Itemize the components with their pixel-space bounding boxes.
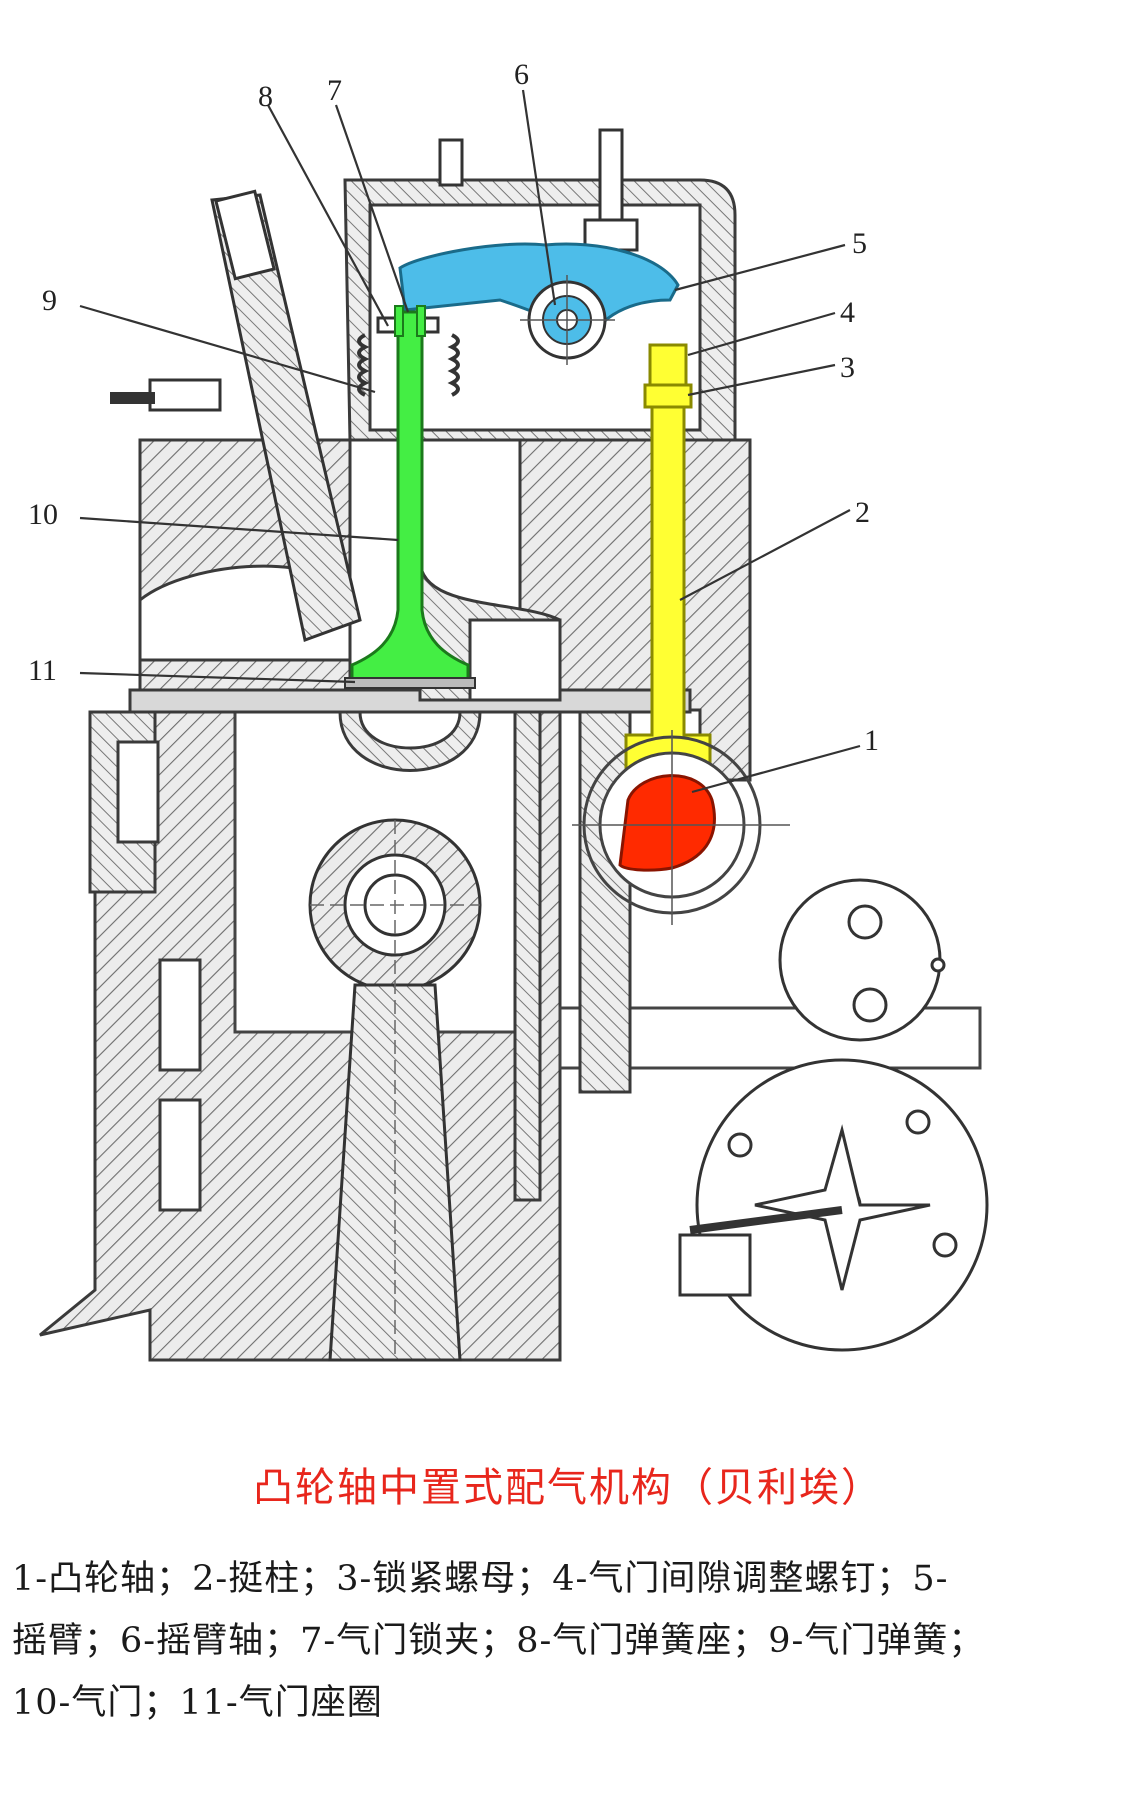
callout-9: 9 (42, 284, 57, 317)
legend-line: 摇臂；6-摇臂轴；7-气门锁夹；8-气门弹簧座；9-气门弹簧； (12, 1621, 985, 1661)
valve-keeper (394, 305, 426, 337)
callout-labels: 1 2 3 4 5 6 7 8 9 10 11 (28, 58, 879, 757)
valve-seat-insert (344, 677, 476, 689)
callout-8: 8 (258, 80, 273, 113)
callout-4: 4 (840, 296, 855, 329)
camshaft (572, 730, 790, 925)
callout-1: 1 (864, 724, 879, 757)
valve-spring (357, 333, 460, 397)
legend-line: 1-凸轮轴；2-挺柱；3-锁紧螺母；4-气门间隙调整螺钉；5- (12, 1559, 949, 1599)
diagram-title: 凸轮轴中置式配气机构（贝利埃） (253, 1465, 883, 1511)
callout-10: 10 (28, 498, 58, 531)
rocker-shaft (520, 275, 615, 365)
head-bolt (438, 128, 639, 272)
fuel-injector (110, 189, 362, 642)
leader-lines (79, 89, 861, 794)
callout-7: 7 (327, 74, 342, 107)
lash-adjusting-screw (648, 343, 688, 387)
lock-nut (643, 383, 693, 409)
callout-5: 5 (852, 227, 867, 260)
accessory-drive (678, 878, 989, 1352)
callout-11: 11 (28, 654, 57, 687)
callout-2: 2 (855, 496, 870, 529)
callout-3: 3 (840, 351, 855, 384)
connecting-rod (308, 818, 482, 1362)
engine-cross-section-diagram: 1 2 3 4 5 6 7 8 9 10 11 (28, 58, 989, 1362)
parts-legend: 1-凸轮轴；2-挺柱；3-锁紧螺母；4-气门间隙调整螺钉；5- 摇臂；6-摇臂轴… (12, 1548, 1122, 1734)
callout-6: 6 (514, 58, 529, 91)
legend-line: 10-气门；11-气门座圈 (12, 1683, 383, 1723)
